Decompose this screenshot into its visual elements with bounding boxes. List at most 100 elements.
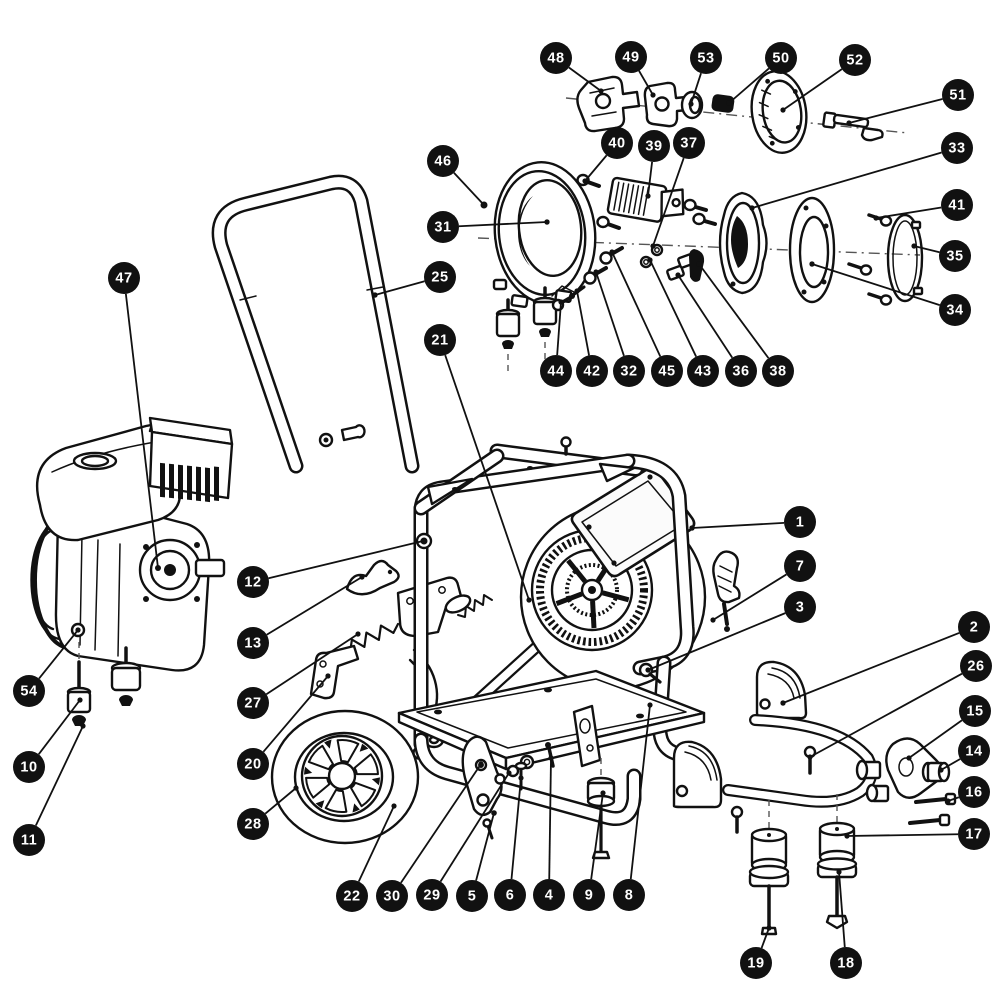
leader-dot-13	[359, 574, 365, 580]
callout-number-37: 37	[680, 136, 697, 152]
wheel-spoke	[307, 744, 334, 771]
leader-dot-46	[481, 202, 487, 208]
callout-number-48: 48	[547, 51, 564, 67]
callout-balloon-6	[494, 879, 526, 911]
callout-balloon-40	[601, 127, 633, 159]
leader-dot-42	[574, 288, 580, 294]
callout-number-31: 31	[434, 220, 451, 236]
callout-balloon-34	[939, 294, 971, 326]
callout-balloon-51	[942, 79, 974, 111]
wheel-rim-pocket	[352, 803, 360, 813]
leader-line-32	[595, 271, 625, 357]
leader-dot-4	[548, 755, 554, 761]
air-filter-grille	[160, 462, 219, 503]
leader-line-5	[475, 812, 495, 881]
callout-number-25: 25	[431, 270, 448, 286]
callout-balloon-41	[941, 189, 973, 221]
callout-balloon-46	[427, 145, 459, 177]
leader-dot-8	[647, 702, 653, 708]
leader-line-7	[712, 573, 787, 621]
leader-dot-44	[558, 299, 564, 305]
callout-balloon-49	[615, 41, 647, 73]
callout-number-12: 12	[244, 575, 261, 591]
leader-line-43	[649, 259, 697, 357]
leader-line-17	[846, 833, 959, 837]
flywheel-spoke	[555, 591, 583, 606]
leader-line-28	[264, 787, 297, 815]
leader-line-26	[809, 672, 963, 758]
wheel-spoke	[305, 776, 331, 799]
leader-dot-3	[645, 667, 651, 673]
handle-tube-illustration	[211, 174, 420, 474]
leader-dot-7	[710, 617, 716, 623]
leader-line-51	[848, 98, 943, 124]
callout-number-15: 15	[966, 704, 983, 720]
wheel-spoke	[324, 788, 348, 813]
wheel-spoke	[336, 739, 360, 764]
callout-number-26: 26	[967, 659, 984, 675]
callout-number-13: 13	[244, 636, 261, 652]
callout-balloon-53	[690, 42, 722, 74]
leader-line-22	[357, 805, 395, 882]
leader-line-48	[568, 66, 602, 92]
flywheel-spoke	[601, 590, 630, 603]
callout-number-16: 16	[965, 785, 982, 801]
callout-number-43: 43	[694, 364, 711, 380]
leader-line-34	[811, 263, 941, 306]
callout-balloon-9	[573, 879, 605, 911]
callout-number-4: 4	[545, 888, 554, 904]
leader-line-37	[652, 157, 685, 247]
callout-balloon-38	[762, 355, 794, 387]
ignition-coil-illustration	[606, 176, 685, 223]
retainer-band-illustration	[886, 213, 924, 303]
engine-illustration	[30, 416, 234, 726]
leader-dot-18	[836, 869, 842, 875]
leader-dot-48	[598, 88, 604, 94]
leader-line-33	[751, 151, 942, 209]
leader-line-38	[698, 263, 770, 359]
leader-line-36	[677, 274, 733, 359]
callout-number-54: 54	[20, 684, 37, 700]
leader-line-15	[908, 719, 963, 759]
mounting-bolts-right	[847, 213, 893, 306]
small-fasteners-cluster	[551, 173, 717, 312]
base-platform-illustration	[397, 669, 706, 860]
wheel-rim-pocket	[324, 739, 332, 749]
leader-line-2	[782, 632, 960, 704]
callout-number-50: 50	[772, 51, 789, 67]
leader-dot-9	[600, 790, 606, 796]
wheel-spoke	[350, 781, 377, 808]
leader-line-41	[875, 206, 942, 219]
callout-balloon-32	[613, 355, 645, 387]
leader-dot-53	[688, 101, 694, 107]
callout-number-22: 22	[343, 889, 360, 905]
leader-line-29	[439, 772, 510, 882]
leader-dot-2	[780, 700, 786, 706]
leader-dot-19	[766, 925, 772, 931]
callout-balloon-30	[376, 880, 408, 912]
callout-balloon-31	[427, 211, 459, 243]
callout-balloon-29	[416, 879, 448, 911]
leader-line-12	[268, 540, 424, 580]
callout-balloon-2	[958, 611, 990, 643]
callout-balloon-19	[740, 947, 772, 979]
callout-balloon-21	[424, 324, 456, 356]
leader-line-50	[728, 67, 770, 104]
leader-dot-39	[645, 193, 651, 199]
callout-number-53: 53	[697, 51, 714, 67]
callout-number-30: 30	[383, 889, 400, 905]
callout-balloon-52	[839, 44, 871, 76]
callout-number-5: 5	[468, 889, 477, 905]
callout-number-33: 33	[948, 141, 965, 157]
leader-line-35	[913, 245, 940, 254]
callout-number-36: 36	[732, 364, 749, 380]
leader-dot-34	[809, 261, 815, 267]
callout-number-34: 34	[946, 303, 963, 319]
leader-line-31	[458, 221, 548, 228]
callout-balloon-33	[941, 132, 973, 164]
callout-balloon-35	[939, 240, 971, 272]
leader-dot-11	[80, 723, 86, 729]
leader-line-20	[262, 675, 329, 753]
